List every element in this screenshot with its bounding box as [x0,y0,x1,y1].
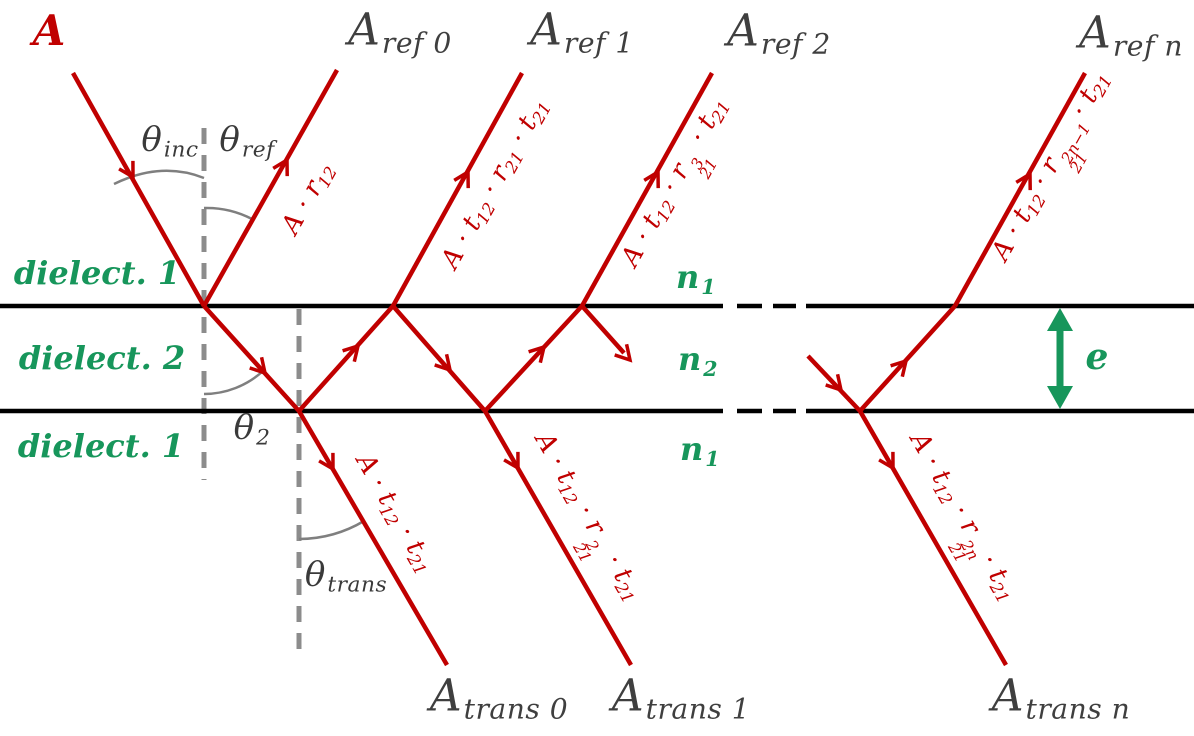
arrowhead-reflected-1 [453,168,470,189]
ray-direction-arrowheads [118,156,1032,473]
refractive-index-n1-top-label: n1 [675,257,717,299]
reflected-ray-0 [202,68,339,308]
incident-amplitude-label: A [32,6,66,55]
theta-inc-angle-arc [113,169,205,186]
arrowhead-transmitted-1 [503,451,520,472]
film-ray-down-2 [391,304,487,413]
incident-ray [71,71,206,308]
reflected-ray-n [953,71,1087,308]
reflected-ray-2 [580,71,714,308]
a-ref-n-label: Aref n [1079,7,1183,63]
transmitted-ray-n [858,409,1008,667]
arrowhead-film-down-2 [434,353,453,373]
arrowhead-transmitted-0 [318,452,335,473]
a-ref-0-label: Aref 0 [348,4,452,60]
arrowhead-film-up-n [890,358,909,378]
theta-inc-label: θinc [141,119,199,163]
medium-top-label: dielect. 1 [13,254,181,292]
a-ref-2-label: Aref 2 [727,5,831,61]
refractive-index-n2-label: n2 [677,339,719,381]
reflected-ray-1 [391,71,524,308]
theta-trans-label: θtrans [304,554,388,598]
film-ray-down-n [806,354,862,413]
a-trans-0-label: Atrans 0 [429,670,569,726]
theta-2-label: θ2 [233,407,271,451]
thickness-arrow-head-down [1047,386,1073,409]
theta-2-angle-arc [203,370,264,396]
medium-bottom-label: dielect. 1 [17,427,185,465]
film-ray-down-truncated [580,304,626,355]
transmitted-ray-0 [297,409,449,667]
thickness-double-arrow [1047,308,1073,409]
theta-trans-angle-arc [298,519,365,541]
film-ray-up-n [858,304,957,413]
a-trans-n-label: Atrans n [991,670,1131,726]
thickness-arrow-head-up [1047,308,1073,331]
film-ray-up-2 [483,304,584,413]
medium-middle-label: dielect. 2 [18,339,186,377]
refractive-index-n1-bottom-label: n1 [679,429,721,471]
a-trans-1-label: Atrans 1 [611,670,751,726]
a-ref-1-label: Aref 1 [530,4,634,60]
arrowhead-film-down-n [825,373,844,393]
arrowhead-film-down-1 [249,356,268,376]
arrowhead-film-up-1 [342,343,361,363]
light-rays [71,68,1087,667]
film-ray-down-1 [202,304,301,413]
arrowhead-reflected-0 [272,156,289,177]
theta-ref-label: θref [219,119,275,163]
arrowhead-reflected-2 [643,168,660,189]
film-ray-up-1 [297,304,395,413]
theta-ref-angle-arc [203,206,253,221]
arrowhead-transmitted-n [878,451,895,472]
transmitted-ray-1 [483,409,633,667]
arrowhead-film-up-2 [528,344,547,364]
arrowhead-film-truncated [614,343,633,363]
arrowhead-reflected-n [1015,170,1032,191]
arrowhead-incident [118,160,135,181]
thickness-label: e [1085,336,1109,378]
